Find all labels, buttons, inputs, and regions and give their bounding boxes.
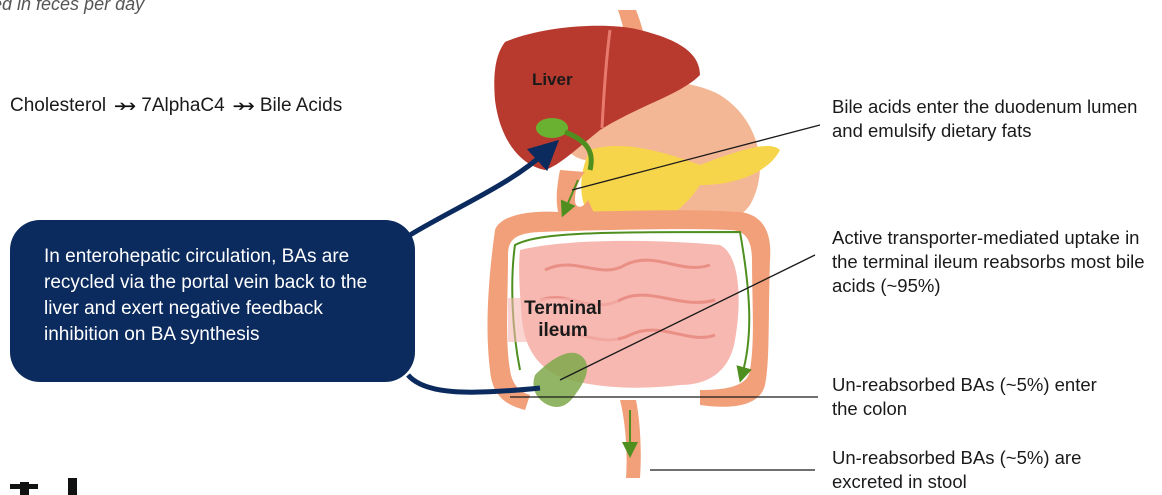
gallbladder bbox=[536, 118, 568, 138]
enterohepatic-callout: In enterohepatic circulation, BAs are re… bbox=[10, 220, 415, 382]
terminal-ileum-label: Terminal ileum bbox=[508, 298, 618, 342]
callout-text: In enterohepatic circulation, BAs are re… bbox=[44, 246, 367, 345]
ileum-return-arrow bbox=[408, 375, 540, 392]
annotation-duodenum: Bile acids enter the duodenum lumen and … bbox=[832, 95, 1152, 143]
annotation-colon: Un-reabsorbed BAs (~5%) enter the colon bbox=[832, 373, 1112, 421]
annotation-stool: Un-reabsorbed BAs (~5%) are excreted in … bbox=[832, 446, 1112, 494]
partial-glyph bbox=[68, 478, 77, 495]
partial-glyph bbox=[10, 484, 38, 489]
annotation-ileum-uptake: Active transporter-mediated uptake in th… bbox=[832, 226, 1162, 298]
liver-label: Liver bbox=[532, 70, 573, 90]
